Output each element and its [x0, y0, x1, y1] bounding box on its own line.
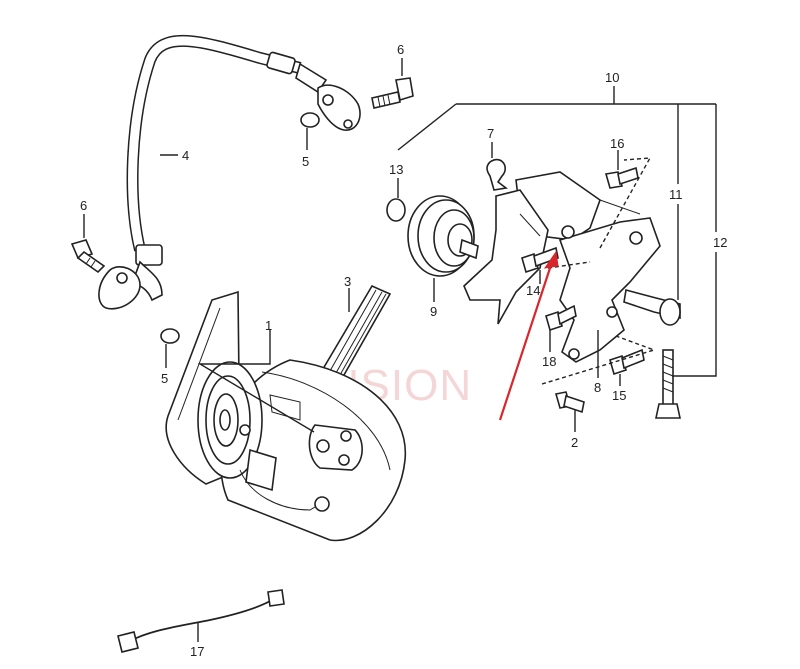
label-part-6-left: 6 — [80, 198, 87, 213]
label-part-8: 8 — [594, 380, 601, 395]
clip-part-7 — [486, 158, 508, 191]
bolt-part-16 — [604, 166, 639, 189]
label-part-11: 11 — [669, 187, 683, 202]
o-ring-part-5-top — [300, 112, 320, 128]
label-part-5-top: 5 — [302, 154, 309, 169]
bracket-part-10 — [463, 171, 661, 363]
label-part-9: 9 — [430, 304, 437, 319]
bolt-part-2 — [554, 391, 585, 414]
o-ring-part-5-left — [160, 328, 180, 344]
idler-pulley-part-9 — [407, 195, 479, 277]
bolt-part-14 — [521, 246, 559, 274]
label-part-12: 12 — [713, 235, 727, 250]
ac-hose-part-4 — [98, 35, 361, 310]
label-part-16: 16 — [610, 136, 624, 151]
label-part-17: 17 — [190, 644, 204, 659]
bolt-part-6-left — [70, 239, 106, 274]
stud-part-11 — [623, 289, 681, 326]
collar-part-13 — [386, 198, 406, 222]
label-part-7: 7 — [487, 126, 494, 141]
label-part-13: 13 — [389, 162, 403, 177]
bolt-part-6-top — [371, 77, 414, 109]
label-part-14: 14 — [526, 283, 540, 298]
compressor-part-1 — [197, 359, 407, 542]
label-part-4: 4 — [182, 148, 189, 163]
part-number-labels: 1 2 3 4 5 5 6 6 7 8 9 10 11 12 13 14 15 … — [80, 42, 727, 659]
label-part-10: 10 — [605, 70, 619, 85]
label-part-2: 2 — [571, 435, 578, 450]
bolt-part-15 — [609, 348, 645, 376]
bolt-part-18 — [545, 304, 577, 332]
label-part-15: 15 — [612, 388, 626, 403]
label-part-1: 1 — [265, 318, 272, 333]
label-part-18: 18 — [542, 354, 556, 369]
label-part-5-left: 5 — [161, 371, 168, 386]
label-part-6-top: 6 — [397, 42, 404, 57]
sensor-wire-part-17 — [117, 589, 285, 653]
leader-lines — [83, 58, 717, 642]
red-arrow-indicator — [498, 250, 559, 421]
label-part-3: 3 — [344, 274, 351, 289]
long-bolt-part-12 — [655, 349, 681, 419]
